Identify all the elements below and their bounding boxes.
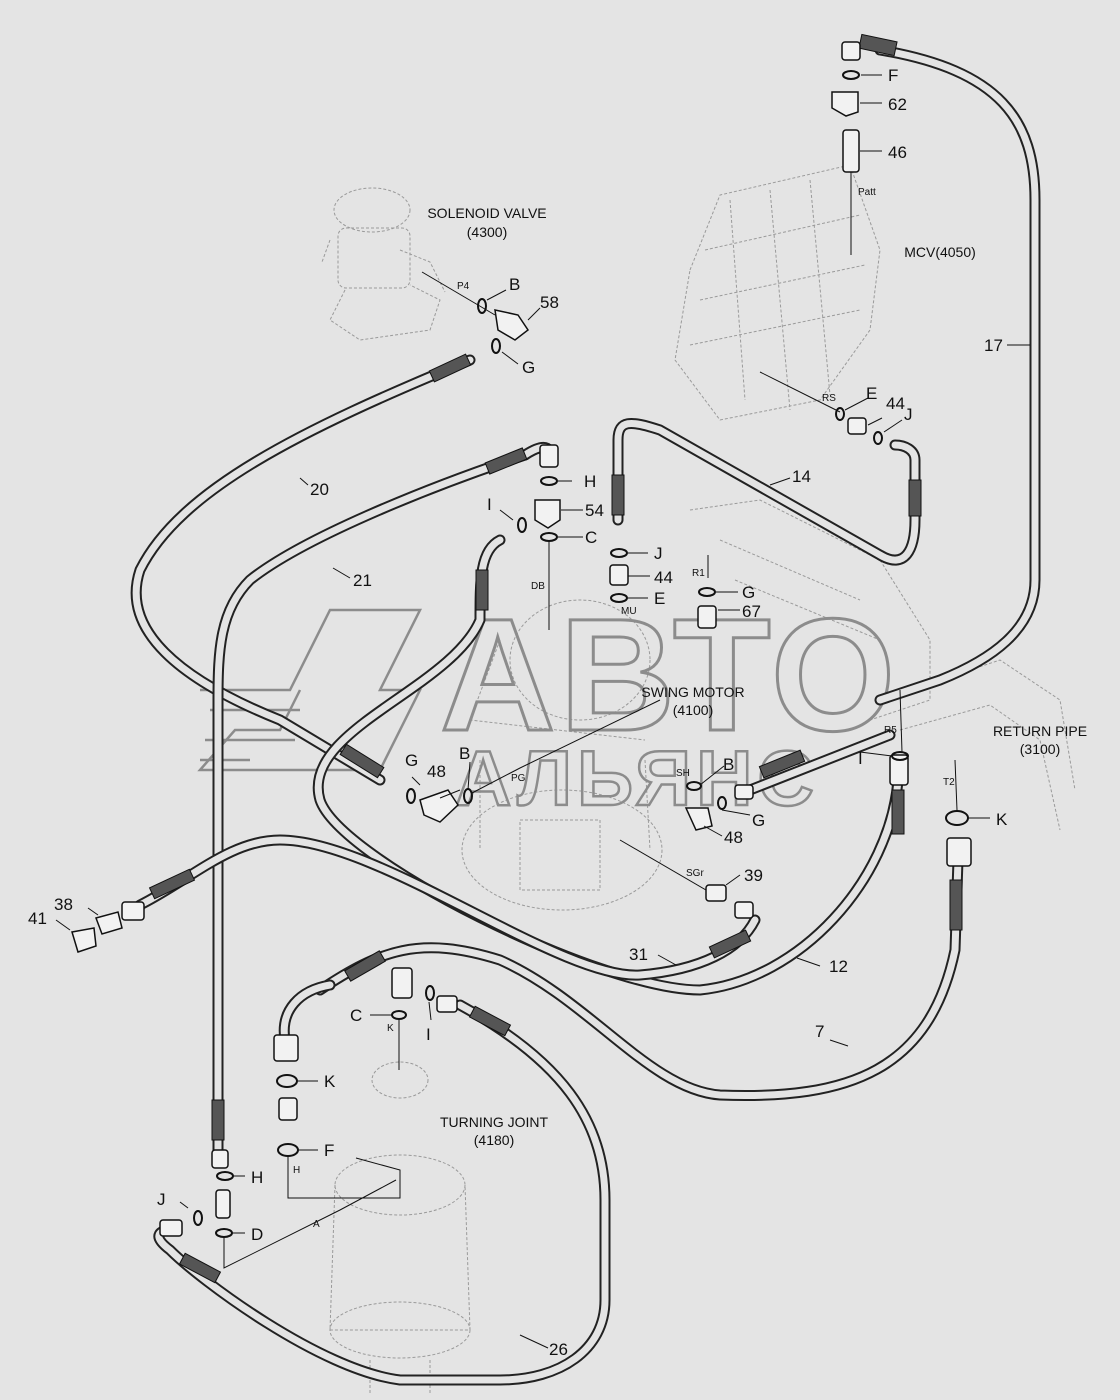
seal-letter-h-top: H	[584, 472, 596, 491]
return-pipe-name: RETURN PIPE	[993, 723, 1087, 739]
part-number-26: 26	[549, 1340, 568, 1359]
component-labels: SOLENOID VALVE (4300) MCV(4050) SWING MO…	[427, 205, 1087, 1148]
part-number-38: 38	[54, 895, 73, 914]
solenoid-valve-outline	[321, 187, 446, 341]
seal-letter-i-r5: I	[858, 749, 863, 768]
seal-letter-i-tj: I	[426, 1025, 431, 1044]
turning-joint-outline	[329, 1061, 471, 1395]
port-label-h: H	[293, 1165, 300, 1176]
port-label-rs: RS	[822, 393, 836, 404]
port-label-k: K	[387, 1023, 394, 1034]
right-valve-outline	[689, 499, 931, 721]
swing-motor-code: (4100)	[673, 702, 713, 718]
part-number-31: 31	[629, 945, 648, 964]
return-pipe-outline	[879, 659, 1076, 831]
seal-letter-j-rs: J	[904, 405, 913, 424]
solenoid-valve-name: SOLENOID VALVE	[427, 205, 546, 221]
hose-r5	[744, 729, 896, 796]
port-label-sgr: SGr	[686, 868, 704, 879]
hose-7	[314, 854, 964, 1101]
part-number-58: 58	[540, 293, 559, 312]
part-number-48-pg: 48	[427, 762, 446, 781]
seal-letters: F B G E J H I C J E G G B B G I K C I K …	[157, 66, 1008, 1244]
seal-letter-j-tj: J	[157, 1190, 166, 1209]
seal-letter-g-left: G	[405, 751, 418, 770]
swing-motor-name: SWING MOTOR	[641, 684, 744, 700]
part-number-46: 46	[888, 143, 907, 162]
leader-lines	[55, 74, 1030, 1349]
swing-motor-outline	[461, 599, 663, 911]
seal-letter-k-tj: K	[324, 1072, 336, 1091]
hose-crimps	[148, 33, 963, 1284]
seal-letter-j-mid: J	[654, 544, 663, 563]
port-label-r5: R5	[884, 725, 897, 736]
part-number-7: 7	[815, 1022, 824, 1041]
port-labels: Patt P4 RS DB MU R1 PG SH R5 T2 SGr K H …	[293, 187, 955, 1230]
part-number-54: 54	[585, 501, 604, 520]
hose-12	[312, 534, 904, 996]
part-number-41: 41	[28, 909, 47, 928]
seal-letter-b-pg: B	[459, 744, 470, 763]
seal-letter-h-tj: H	[251, 1168, 263, 1187]
hose-17	[874, 44, 1041, 706]
port-label-a: A	[313, 1219, 320, 1230]
port-label-pg: PG	[511, 773, 526, 784]
seal-letter-f-top: F	[888, 66, 898, 85]
turning-joint-code: (4180)	[474, 1132, 514, 1148]
seal-letter-g-sh: G	[752, 811, 765, 830]
hose-14	[612, 418, 921, 566]
turning-joint-name: TURNING JOINT	[440, 1114, 549, 1130]
return-pipe-code: (3100)	[1020, 741, 1060, 757]
o-rings	[193, 70, 969, 1238]
part-number-14: 14	[792, 467, 811, 486]
watermark: АВТО АЛЬЯНС	[197, 584, 899, 823]
port-label-db: DB	[531, 581, 545, 592]
hose-turning-joint	[278, 979, 336, 1046]
part-number-20: 20	[310, 480, 329, 499]
seal-letter-k-t2: K	[996, 810, 1008, 829]
port-label-patt: Patt	[858, 187, 876, 198]
port-label-p4: P4	[457, 281, 470, 292]
seal-letter-c-tj: C	[350, 1006, 362, 1025]
fittings	[71, 41, 972, 1237]
watermark-line2: АЛЬЯНС	[455, 734, 819, 822]
part-numbers: 62 46 58 17 44 14 20 54 21 44 67 48 48 3…	[28, 95, 1003, 1359]
seal-letter-d-tj: D	[251, 1225, 263, 1244]
part-number-21: 21	[353, 571, 372, 590]
mcv-outline	[674, 164, 881, 421]
hose-31	[134, 834, 761, 981]
mcv-name: MCV(4050)	[904, 244, 976, 260]
port-label-t2: T2	[943, 777, 955, 788]
port-label-mu: MU	[621, 606, 637, 617]
port-label-sh: SH	[676, 768, 690, 779]
port-label-r1: R1	[692, 568, 705, 579]
seal-letter-e-rs: E	[866, 384, 877, 403]
part-number-67: 67	[742, 602, 761, 621]
solenoid-valve-code: (4300)	[467, 224, 507, 240]
part-number-39: 39	[744, 866, 763, 885]
part-number-12: 12	[829, 957, 848, 976]
seal-letter-b-top: B	[509, 275, 520, 294]
watermark-line1: АВТО	[440, 585, 899, 764]
seal-letter-f-tj: F	[324, 1141, 334, 1160]
part-number-62: 62	[888, 95, 907, 114]
part-number-48-sh: 48	[724, 828, 743, 847]
hose-20	[130, 354, 476, 786]
seal-letter-e-mid: E	[654, 589, 665, 608]
part-number-44-mu: 44	[654, 568, 673, 587]
part-number-44-rs: 44	[886, 394, 905, 413]
part-number-17: 17	[984, 336, 1003, 355]
seal-letter-g-r1: G	[742, 583, 755, 602]
seal-letter-g-top: G	[522, 358, 535, 377]
hose-26	[153, 999, 611, 1386]
seal-letter-i-top: I	[487, 495, 492, 514]
seal-letter-c-top: C	[585, 528, 597, 547]
seal-letter-b-sh: B	[723, 755, 734, 774]
